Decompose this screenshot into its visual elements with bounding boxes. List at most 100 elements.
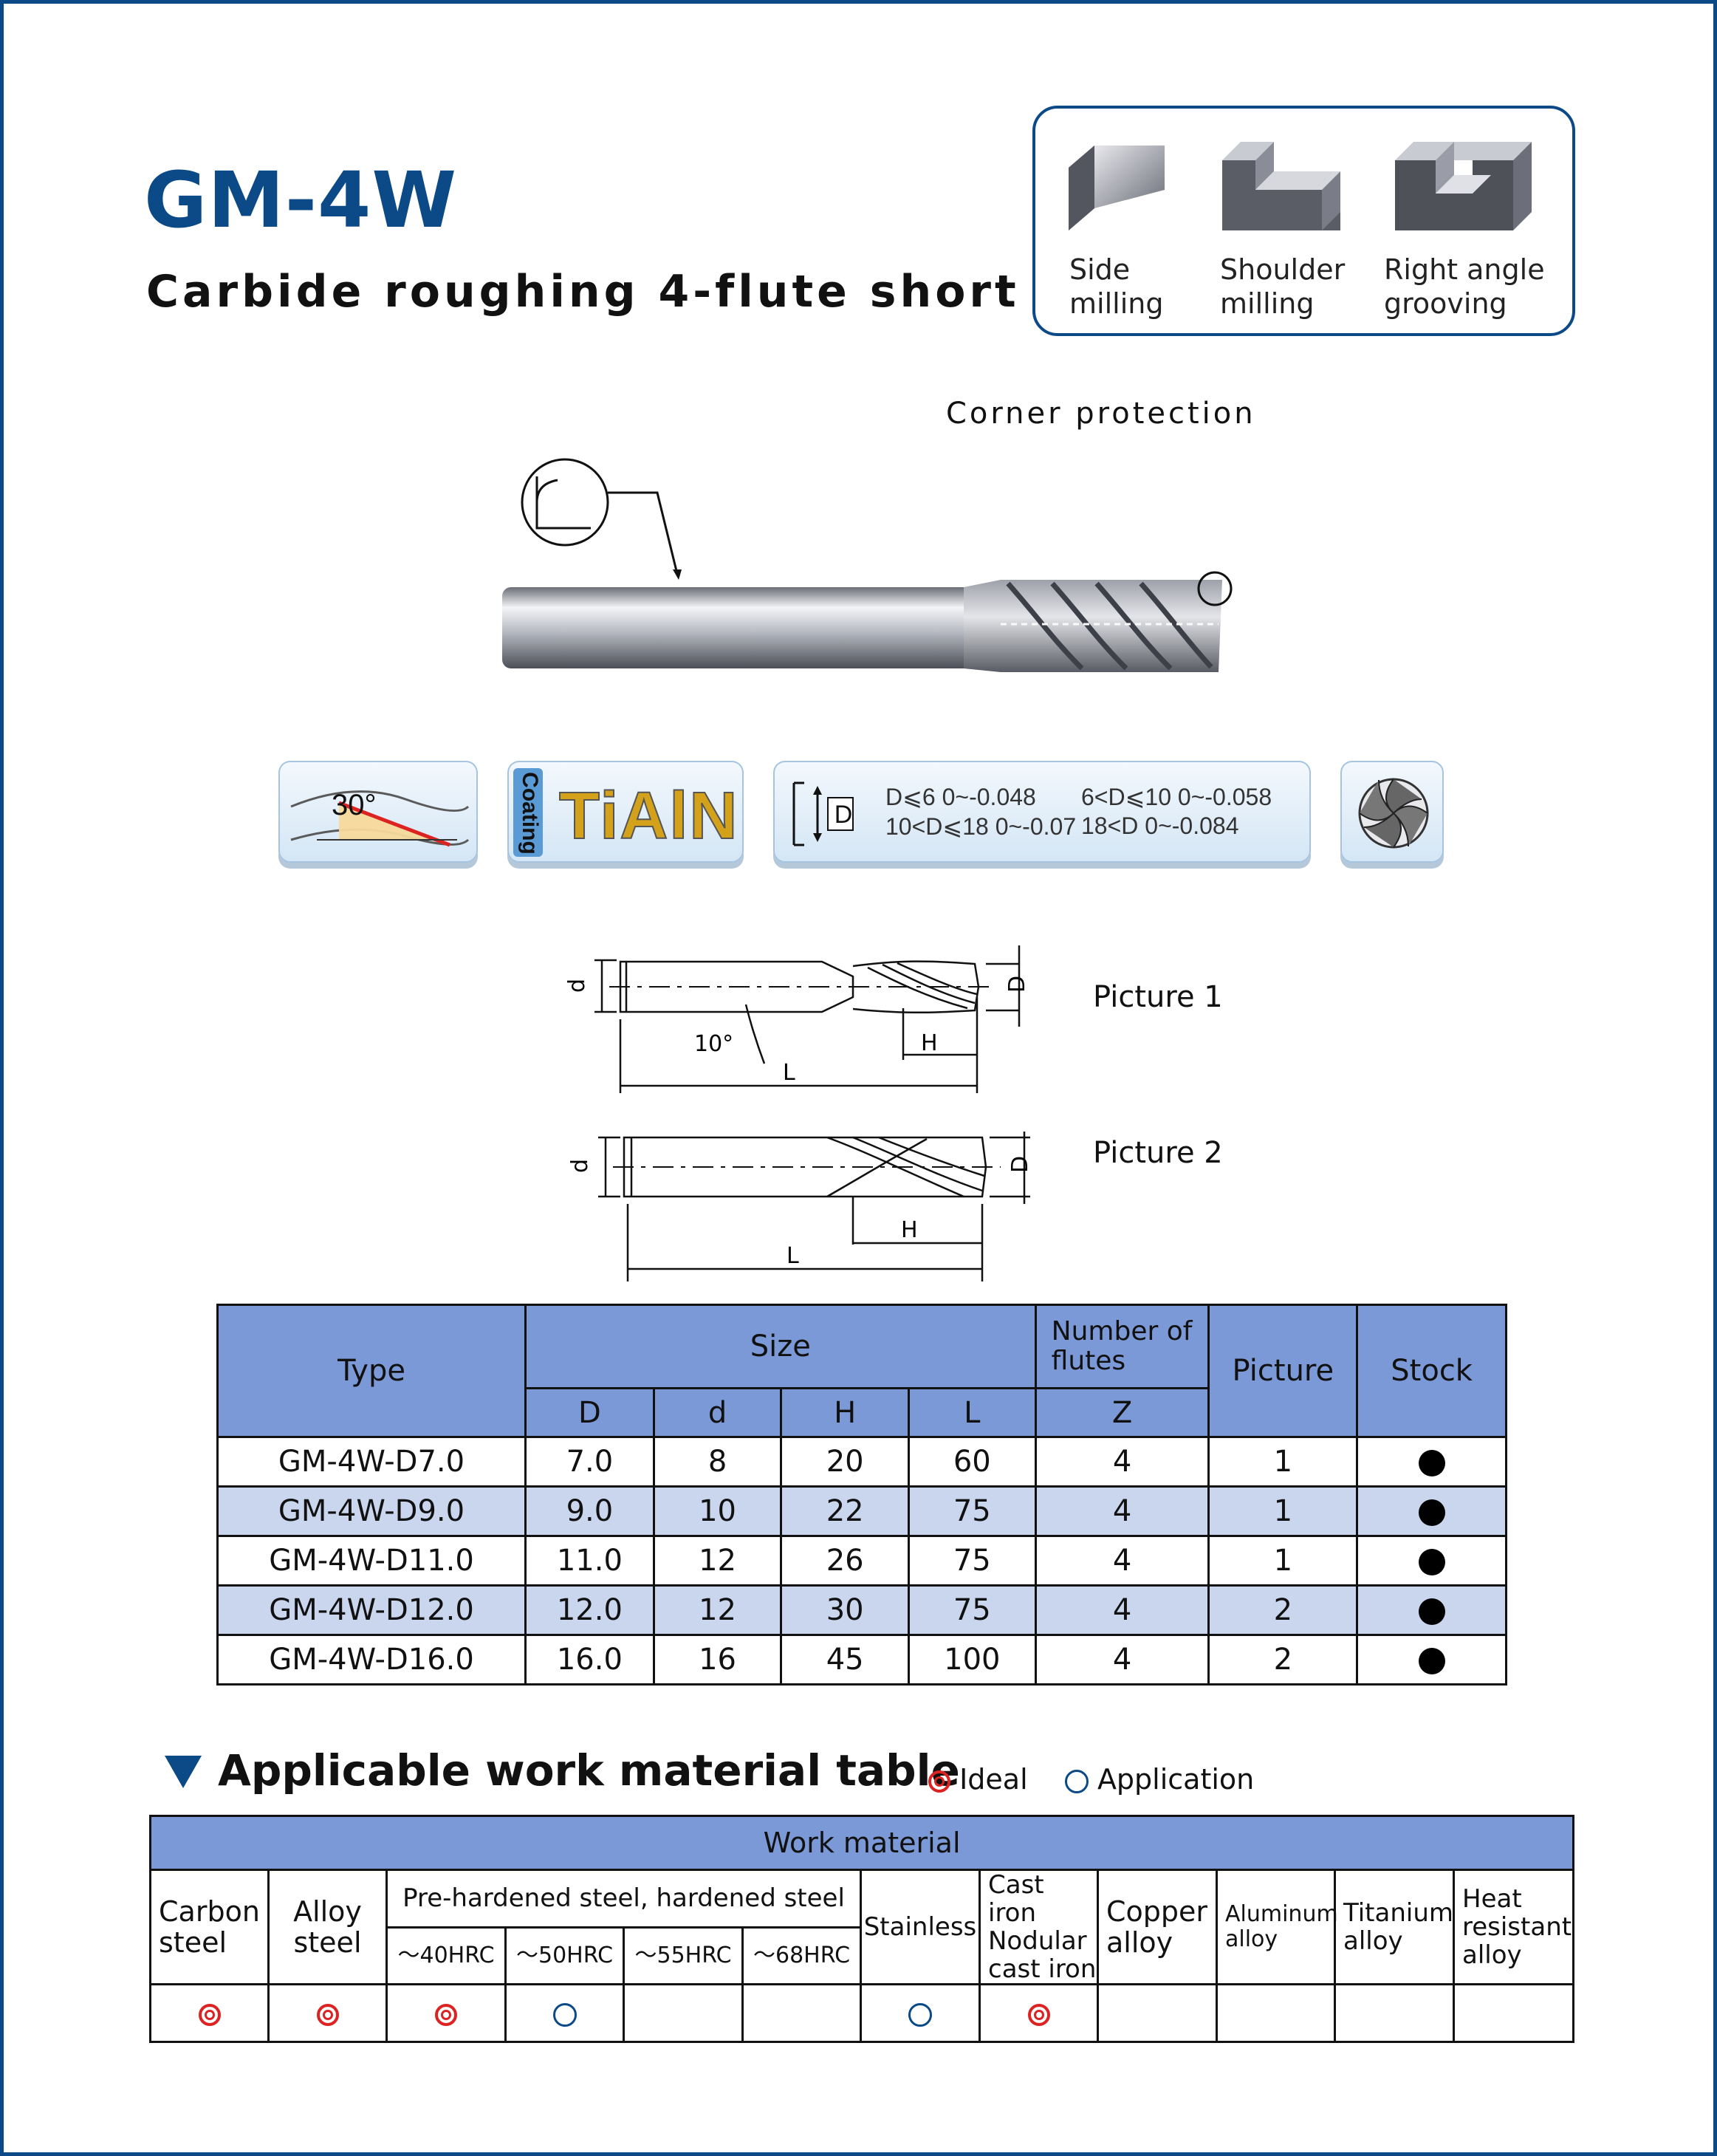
cell-L: 60 [907, 1436, 1037, 1488]
cell-Z: 4 [1034, 1584, 1210, 1636]
picture1-D-label: D [1004, 976, 1030, 993]
ideal-symbol-icon [316, 2004, 339, 2026]
cell-stock [1356, 1634, 1507, 1686]
coating-badge: Coating TiAlN [507, 761, 744, 863]
cell-stock [1356, 1485, 1507, 1537]
rating-cell [1334, 1983, 1455, 2043]
cell-d: 12 [652, 1584, 783, 1636]
op-side-milling: Side milling [1069, 253, 1164, 320]
material-table: Work material Carbon steel Alloy steel P… [148, 1815, 1575, 2043]
coating-value: TiAlN [558, 778, 739, 854]
cell-type: GM-4W-D16.0 [216, 1634, 527, 1686]
picture1-d-label: d [564, 979, 590, 993]
rating-cell [267, 1983, 388, 2043]
four-flute-cross-section-icon [1358, 778, 1429, 849]
op-right-angle-grooving: Right angle grooving [1384, 253, 1545, 320]
application-symbol-icon [908, 2003, 932, 2027]
tolerance-row1-a: D⩽6 0~-0.048 [885, 784, 1036, 810]
hrc50-header: ～50HRC [504, 1926, 625, 1985]
hrc55-header: ～55HRC [623, 1926, 744, 1985]
shoulder-milling-icon [1222, 142, 1340, 230]
stainless-header: Stainless [860, 1869, 981, 1985]
cell-picture: 2 [1207, 1634, 1359, 1686]
nodular-cast-iron-header: Nodular cast iron [979, 1927, 1099, 1985]
rating-cell [149, 1983, 270, 2043]
cell-d: 16 [652, 1634, 783, 1686]
in-stock-dot-icon [1418, 1450, 1445, 1476]
product-subtitle: Carbide roughing 4-flute short [146, 266, 1020, 318]
tolerance-symbol: D [834, 801, 853, 829]
cell-type: GM-4W-D12.0 [216, 1584, 527, 1636]
cell-type: GM-4W-D11.0 [216, 1535, 527, 1587]
prehardened-header: Pre-hardened steel, hardened steel [385, 1869, 862, 1929]
work-material-header: Work material [148, 1815, 1575, 1871]
cell-D: 11.0 [524, 1535, 655, 1587]
cell-H: 20 [780, 1436, 910, 1488]
cell-Z: 4 [1034, 1535, 1210, 1587]
op-shoulder-milling: Shoulder milling [1220, 253, 1346, 320]
in-stock-dot-icon [1418, 1499, 1445, 1526]
coating-label: Coating [518, 772, 542, 855]
rating-cell [741, 1983, 862, 2043]
right-angle-grooving-icon [1395, 142, 1532, 230]
rating-cell [1452, 1983, 1575, 2043]
cell-L: 75 [907, 1485, 1037, 1537]
corner-marker-circle [1197, 571, 1233, 606]
col-Z-header: Z [1034, 1387, 1210, 1438]
spec-table: Type Size Number of flutes Picture Stock… [216, 1304, 1507, 1686]
cell-H: 22 [780, 1485, 910, 1537]
down-triangle-icon [165, 1756, 202, 1788]
cell-picture: 1 [1207, 1535, 1359, 1587]
col-stock-header: Stock [1356, 1304, 1507, 1438]
hrc40-header: ～40HRC [385, 1926, 507, 1985]
cell-Z: 4 [1034, 1485, 1210, 1537]
cell-D: 7.0 [524, 1436, 655, 1488]
ideal-symbol-icon [1027, 2004, 1050, 2026]
cell-stock [1356, 1584, 1507, 1636]
rating-cell [623, 1983, 744, 2043]
ideal-symbol-icon [435, 2004, 457, 2026]
picture1-angle-label: 10° [694, 1031, 733, 1057]
cell-H: 26 [780, 1535, 910, 1587]
rating-cell [979, 1983, 1099, 2043]
cell-d: 10 [652, 1485, 783, 1537]
cell-D: 16.0 [524, 1634, 655, 1686]
picture2-H-label: H [901, 1217, 918, 1243]
aluminum-alloy-header: Aluminum alloy [1216, 1869, 1338, 1985]
cell-stock [1356, 1535, 1507, 1587]
col-size-header: Size [524, 1304, 1037, 1389]
picture1-label: Picture 1 [1093, 980, 1223, 1014]
legend: Ideal Application [928, 1763, 1254, 1796]
picture2-L-label: L [786, 1243, 799, 1269]
product-title: GM-4W [144, 155, 458, 245]
picture2-drawing: d D H L [567, 1132, 1033, 1281]
picture2-d-label: d [567, 1159, 593, 1173]
heat-resistant-alloy-header: Heat resistant alloy [1452, 1869, 1575, 1985]
cell-type: GM-4W-D9.0 [216, 1485, 527, 1537]
cell-L: 75 [907, 1584, 1037, 1636]
application-symbol-icon [1064, 1769, 1089, 1793]
col-picture-header: Picture [1207, 1304, 1359, 1438]
tolerance-row2-a: 10<D⩽18 0~-0.07 [885, 813, 1077, 840]
rating-row [149, 1983, 1575, 2043]
cell-d: 12 [652, 1535, 783, 1587]
col-flutes-header: Number of flutes [1034, 1304, 1210, 1389]
hrc68-header: ～68HRC [741, 1926, 862, 1985]
in-stock-dot-icon [1418, 1549, 1445, 1575]
corner-zoom-circle [521, 458, 609, 547]
table-row: GM-4W-D7.0 7.0 8 20 60 4 1 [216, 1436, 1507, 1488]
alloy-steel-header: Alloy steel [267, 1869, 388, 1985]
cell-L: 100 [907, 1634, 1037, 1686]
rating-cell [385, 1983, 507, 2043]
end-mill-photo [502, 458, 1233, 672]
col-D-header: D [524, 1387, 655, 1438]
cell-picture: 1 [1207, 1436, 1359, 1488]
picture1-L-label: L [783, 1060, 795, 1086]
rating-cell [860, 1983, 981, 2043]
material-section-title: Applicable work material table [218, 1745, 960, 1796]
tolerance-row1-b: 6<D⩽10 0~-0.058 [1081, 784, 1272, 810]
rating-cell [504, 1983, 625, 2043]
diameter-tolerance-icon [792, 781, 854, 846]
cell-D: 9.0 [524, 1485, 655, 1537]
